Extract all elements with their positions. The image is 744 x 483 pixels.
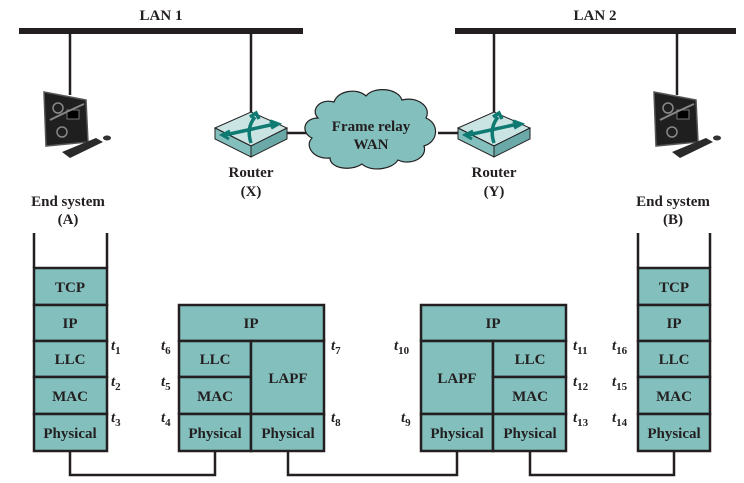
router-x-stack: IP LLC MAC Physical LAPF Physical — [177, 303, 326, 453]
time-label-t6: t6 — [161, 338, 171, 357]
router-x-id: (X) — [241, 184, 262, 200]
layer-llc — [491, 339, 568, 379]
lan2-label: LAN 2 — [574, 8, 617, 24]
lan2-bus — [455, 28, 736, 34]
layer-lapf — [249, 339, 326, 416]
router-y-name: Router — [472, 165, 517, 181]
layer-label: LLC — [55, 352, 86, 368]
time-label-t8: t8 — [331, 410, 341, 429]
frame-relay-cloud-icon — [304, 89, 437, 170]
layer-label: IP — [486, 316, 501, 332]
time-labels: t1 t2 t3 t4 t5 t6 t7 t8 t9 t10 t11 t12 t… — [111, 338, 628, 429]
layer-label: Physical — [647, 426, 700, 442]
layer-llc — [636, 339, 712, 379]
link-router-x-to-router-y — [286, 451, 459, 477]
link-a-to-router-x — [68, 451, 217, 477]
layer-label: LLC — [659, 352, 690, 368]
end-system-a-stack: TCP IP LLC MAC Physical — [32, 233, 109, 453]
layer-label: Physical — [188, 426, 241, 442]
lan1-bus — [19, 28, 303, 34]
layer-mac — [491, 375, 568, 416]
router-x-icon — [213, 110, 289, 158]
end-system-a-id: (A) — [58, 212, 79, 228]
time-label-t14: t14 — [612, 410, 628, 429]
layer-label: LAPF — [437, 371, 476, 387]
wan-label-line1: Frame relay — [332, 119, 411, 135]
router-x-name: Router — [229, 165, 274, 181]
layer-label: Physical — [261, 426, 314, 442]
computer-icon-b — [653, 91, 721, 158]
link-router-y-to-b — [528, 451, 676, 477]
time-label-t13: t13 — [573, 410, 589, 429]
time-label-t10: t10 — [394, 338, 410, 357]
time-label-t9: t9 — [401, 410, 411, 429]
layer-label: Physical — [430, 426, 483, 442]
time-label-t15: t15 — [612, 374, 628, 393]
layer-label: MAC — [656, 389, 692, 405]
layer-ip — [636, 303, 712, 343]
layer-label: IP — [63, 316, 78, 332]
layer-label: MAC — [512, 389, 548, 405]
layer-label: MAC — [197, 389, 233, 405]
layer-physical — [249, 412, 326, 453]
layer-ip — [32, 303, 109, 343]
layer-physical — [636, 412, 712, 453]
layer-ip — [177, 303, 326, 343]
layer-label: Physical — [503, 426, 556, 442]
layer-tcp — [32, 266, 109, 307]
layer-label: TCP — [659, 280, 689, 296]
router-y-id: (Y) — [484, 184, 505, 200]
end-system-b-stack: TCP IP LLC MAC Physical — [636, 233, 712, 453]
time-label-t7: t7 — [331, 338, 341, 357]
layer-label: LLC — [200, 352, 231, 368]
router-y-icon — [456, 110, 532, 158]
layer-label: LAPF — [268, 371, 307, 387]
time-label-t2: t2 — [111, 374, 121, 393]
layer-label: Physical — [43, 426, 96, 442]
layer-label: LLC — [515, 352, 546, 368]
layer-label: IP — [244, 316, 259, 332]
time-label-t12: t12 — [573, 374, 589, 393]
time-label-t5: t5 — [161, 374, 171, 393]
time-label-t1: t1 — [111, 338, 121, 357]
end-system-b-id: (B) — [663, 212, 683, 228]
time-label-t16: t16 — [612, 338, 628, 357]
wan-label-line2: WAN — [353, 137, 388, 153]
router-y-stack: IP LAPF Physical LLC MAC Physical — [419, 303, 568, 453]
layer-mac — [32, 375, 109, 416]
layer-label: MAC — [52, 389, 88, 405]
lan1-label: LAN 1 — [140, 8, 183, 24]
time-label-t3: t3 — [111, 410, 121, 429]
end-system-a-name: End system — [31, 194, 105, 210]
layer-llc — [32, 339, 109, 379]
end-system-b-name: End system — [636, 194, 710, 210]
computer-icon-a — [43, 91, 111, 158]
time-label-t11: t11 — [573, 338, 588, 357]
layer-label: TCP — [55, 280, 85, 296]
layer-physical — [419, 412, 495, 453]
layer-label: IP — [667, 316, 682, 332]
time-label-t4: t4 — [161, 410, 171, 429]
